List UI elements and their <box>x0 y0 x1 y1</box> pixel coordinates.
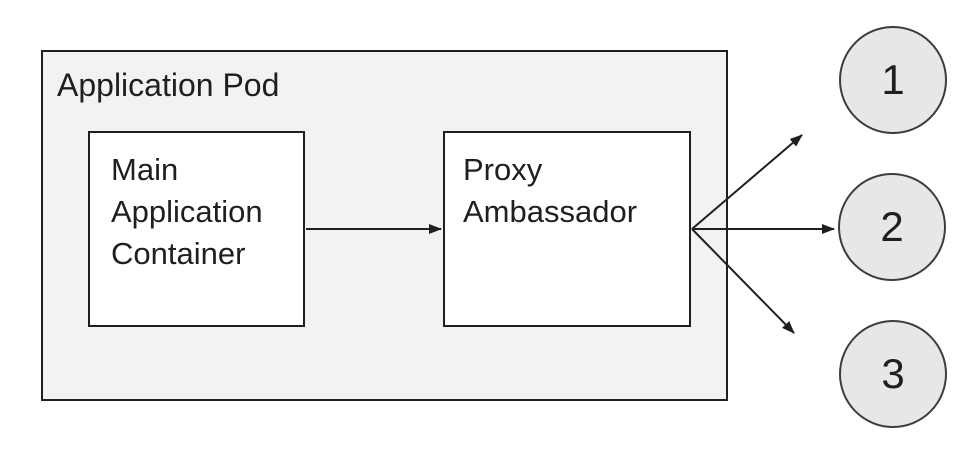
node-main-application-container: Main Application Container <box>88 131 305 327</box>
application-pod-label: Application Pod <box>57 67 280 103</box>
endpoint-circle-3: 3 <box>839 320 947 428</box>
endpoint-circle-2: 2 <box>838 173 946 281</box>
endpoint-1-label: 1 <box>881 56 905 103</box>
node-proxy-ambassador: Proxy Ambassador <box>443 131 691 327</box>
endpoint-2-label: 2 <box>880 203 904 250</box>
endpoint-3-label: 3 <box>881 350 905 397</box>
endpoint-circle-1: 1 <box>839 26 947 134</box>
